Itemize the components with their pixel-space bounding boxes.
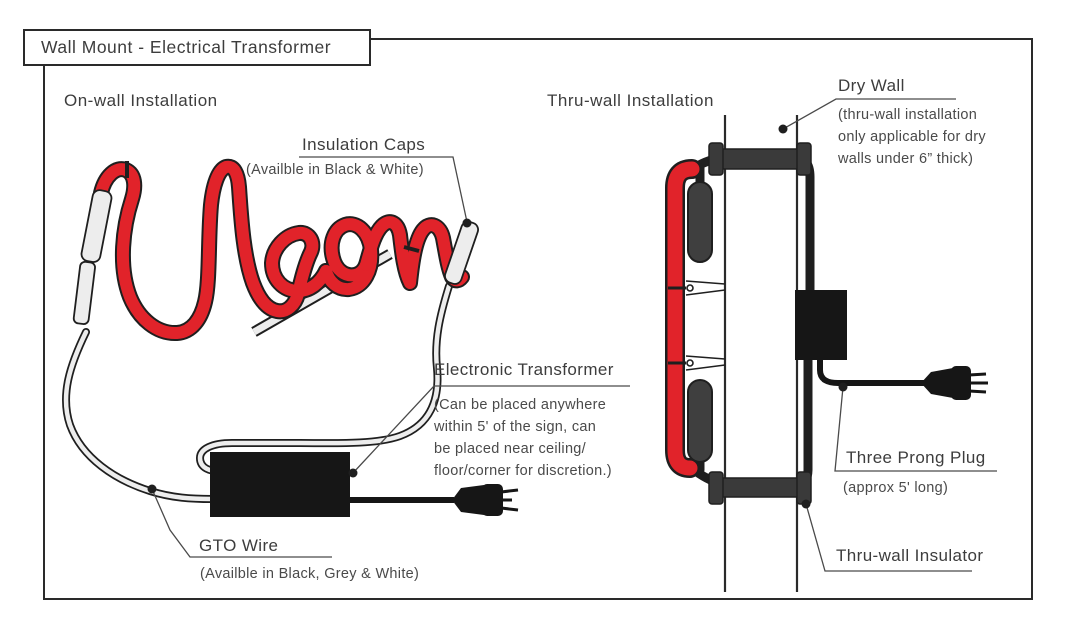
note-insulation-caps: (Availble in Black & White) [246, 162, 424, 178]
outer-border [43, 38, 1033, 600]
label-insulation-caps: Insulation Caps [302, 135, 426, 154]
thru-wall-diagram [665, 115, 988, 592]
electrode-housing-top [687, 181, 713, 263]
title-box: Wall Mount - Electrical Transformer [23, 29, 371, 66]
label-gto-wire: GTO Wire [199, 536, 279, 555]
three-prong-plug-right [921, 366, 988, 400]
gto-wire-left [62, 328, 216, 503]
thru-wall-transformer-box [795, 290, 847, 360]
note-line: floor/corner for discretion.) [434, 463, 612, 479]
power-cord-right [817, 358, 924, 386]
electronic-transformer-box [210, 452, 350, 517]
note-gto-wire: (Availble in Black, Grey & White) [200, 566, 420, 582]
label-three-prong-plug: Three Prong Plug [846, 448, 986, 467]
note-line: be placed near ceiling/ [434, 441, 586, 457]
note-three-prong-plug: (approx 5' long) [843, 480, 949, 496]
electrode-housing-bottom [687, 379, 713, 463]
note-line: walls under 6” thick) [838, 151, 974, 167]
note-line: only applicable for dry [838, 129, 986, 145]
gto-wire-dot [147, 484, 157, 494]
heading-thru-wall: Thru-wall Installation [547, 91, 714, 110]
note-line: (Can be placed anywhere [434, 397, 607, 413]
note-line: within 5' of the sign, can [434, 419, 597, 435]
insulation-caps-dot [462, 218, 472, 228]
note-electronic-transformer: (Can be placed anywhere within 5' of the… [434, 394, 612, 482]
thru-wall-insulator-top [708, 142, 812, 176]
tube-supports [668, 280, 726, 371]
insulation-cap-left [72, 189, 113, 325]
label-electronic-transformer: Electronic Transformer [434, 360, 614, 379]
heading-on-wall: On-wall Installation [64, 91, 218, 110]
thru-wall-insulator-dot [801, 499, 811, 509]
page-title: Wall Mount - Electrical Transformer [41, 37, 332, 57]
leader-dots [147, 124, 848, 509]
dry-wall-dot [778, 124, 788, 134]
on-wall-diagram [62, 158, 519, 517]
neon-tube-side [665, 159, 702, 478]
note-dry-wall: (thru-wall installation only applicable … [838, 104, 986, 170]
label-dry-wall: Dry Wall [838, 76, 905, 95]
note-line: (thru-wall installation [838, 107, 978, 123]
thru-wall-insulator-bottom [708, 471, 812, 505]
tube-joint-tick [403, 245, 420, 253]
leader-lines [151, 98, 997, 572]
three-prong-plug-left [452, 484, 519, 516]
electronic-transformer-dot [348, 468, 358, 478]
insulation-cap-right [444, 220, 479, 285]
label-thru-wall-insulator: Thru-wall Insulator [836, 546, 984, 565]
three-prong-plug-dot [838, 382, 848, 392]
